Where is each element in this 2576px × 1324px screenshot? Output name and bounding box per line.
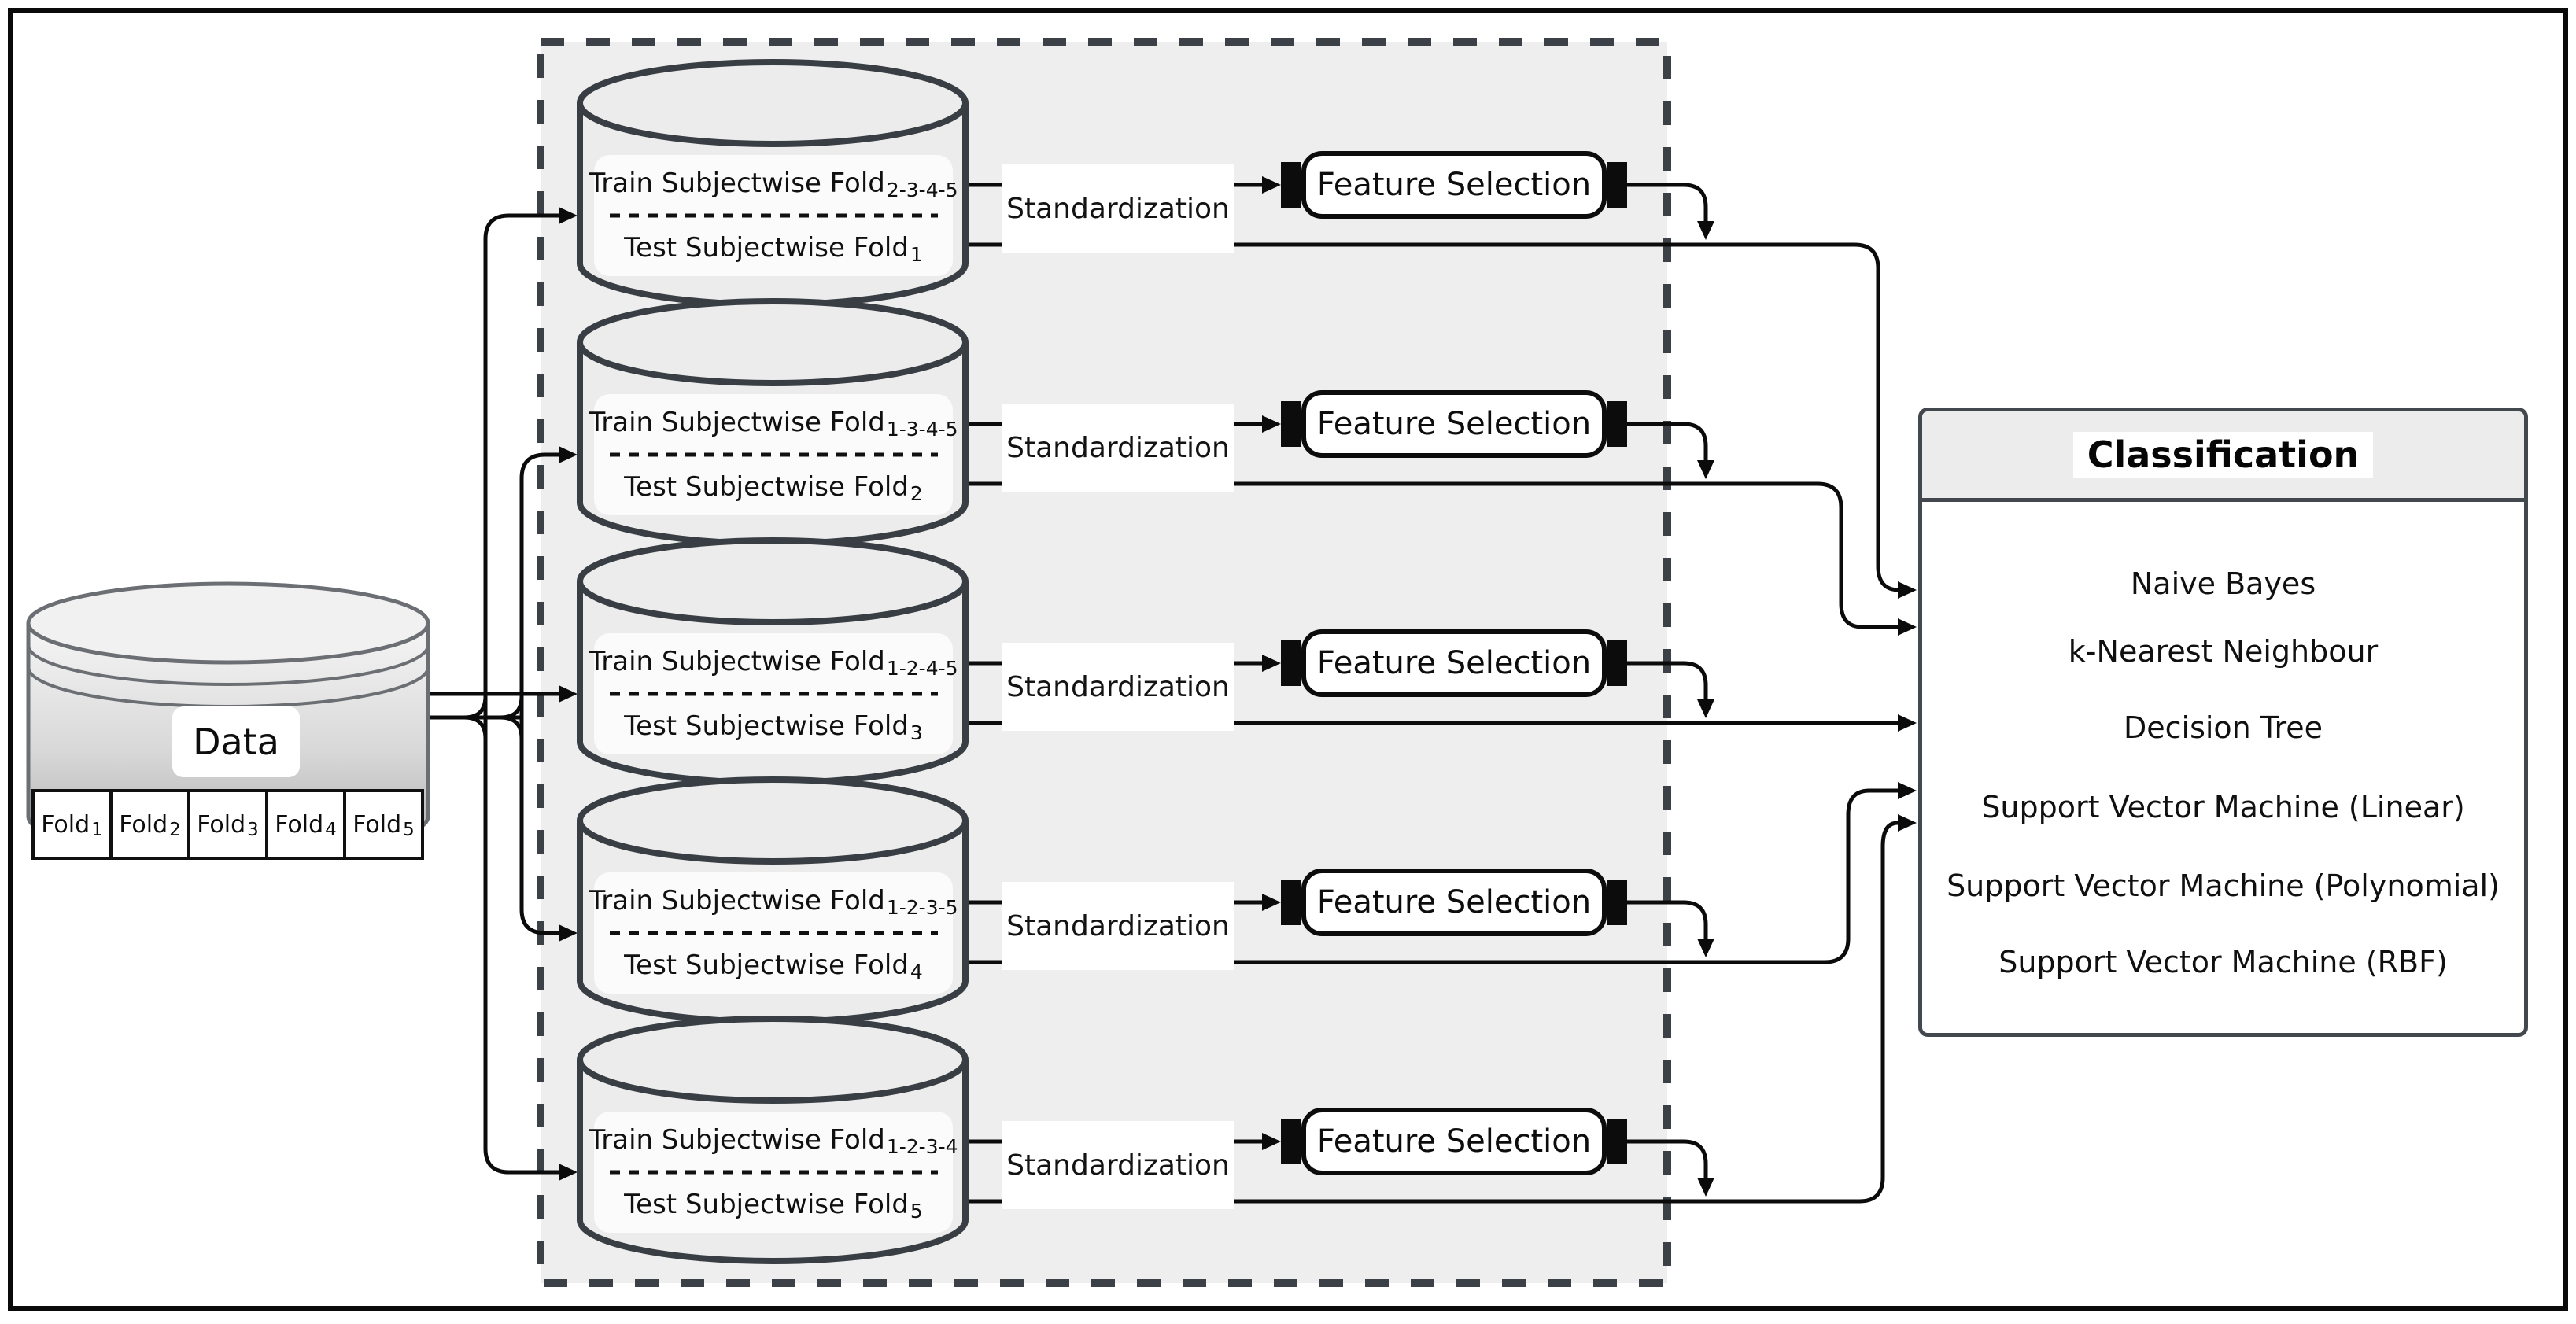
classifier-decision-tree: Decision Tree [2123,710,2323,745]
data-fanout-lines [429,213,560,1175]
classifier-svm-polynomial: Support Vector Machine (Polynomial) [1947,869,2500,903]
feature-selection-right-tab [1607,1119,1627,1164]
feature-selection-right-tab [1607,162,1627,208]
classification-header: Classification [1922,411,2524,502]
feature-selection-2: Feature Selection [1281,390,1627,458]
fold-5-subscript: 5 [403,819,415,840]
feature-selection-left-tab [1281,401,1301,447]
feature-selection-right-tab [1607,401,1627,447]
classifier-svm-linear: Support Vector Machine (Linear) [1981,790,2465,824]
classification-title: Classification [2072,432,2374,478]
data-store-label: Data [172,706,300,777]
fold-2-subscript: 2 [169,819,181,840]
feature-selection-5: Feature Selection [1281,1108,1627,1175]
feature-selection-left-tab [1281,880,1301,925]
standardization-label-4: Standardization [1002,882,1234,970]
feature-selection-right-tab [1607,640,1627,686]
feature-selection-1: Feature Selection [1281,151,1627,219]
feature-selection-box: Feature Selection [1301,390,1607,458]
classifier-naive-bayes: Naive Bayes [2130,566,2316,601]
figure-border [8,8,2568,1311]
classifier-knn: k-Nearest Neighbour [2068,634,2379,669]
classifier-svm-rbf: Support Vector Machine (RBF) [1998,945,2448,979]
standardization-label-3: Standardization [1002,643,1234,731]
feature-selection-4: Feature Selection [1281,869,1627,936]
row-output-arrowheads [1262,176,1917,1197]
feature-selection-left-tab [1281,1119,1301,1164]
feature-selection-left-tab [1281,162,1301,208]
feature-selection-left-tab [1281,640,1301,686]
fold-3-subscript: 3 [247,819,259,840]
fold-1-subscript: 1 [91,819,103,840]
feature-selection-3: Feature Selection [1281,629,1627,697]
feature-selection-box: Feature Selection [1301,151,1607,219]
fold-4-subscript: 4 [325,819,337,840]
standardization-label-1: Standardization [1002,164,1234,253]
standardization-label-5: Standardization [1002,1121,1234,1209]
feature-selection-box: Feature Selection [1301,1108,1607,1175]
feature-selection-box: Feature Selection [1301,629,1607,697]
classification-box: Classification Naive Bayes k-Nearest Nei… [1918,408,2528,1037]
data-fanout-arrowheads [559,207,578,1181]
fold-cylinder-label-plates [594,155,953,1233]
feature-selection-box: Feature Selection [1301,869,1607,936]
feature-selection-right-tab [1607,880,1627,925]
standardization-label-2: Standardization [1002,404,1234,492]
train-test-dividers [610,213,938,1175]
